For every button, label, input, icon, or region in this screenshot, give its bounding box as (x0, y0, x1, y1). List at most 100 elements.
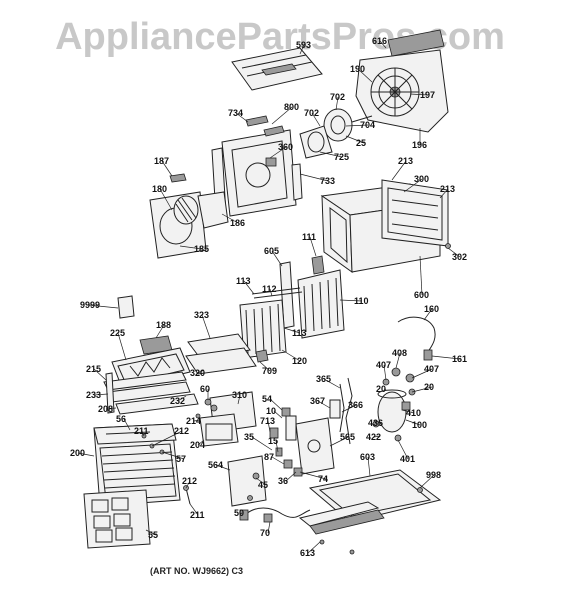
callout-label-112: 112 (262, 284, 277, 294)
callout-label-185: 185 (194, 244, 209, 254)
callout-label-410: 410 (406, 408, 421, 418)
part-160-tubing (397, 316, 436, 361)
part-25-motor (299, 108, 373, 159)
callout-leader-74 (299, 471, 327, 480)
callout-leader-56 (123, 418, 131, 431)
callout-leader-734 (235, 112, 249, 123)
callout-label-160: 160 (424, 304, 439, 314)
callout-label-197: 197 (420, 90, 435, 100)
callout-leader-733 (299, 173, 329, 182)
callout-label-232: 232 (170, 396, 185, 406)
callout-label-9999: 9999 (80, 300, 100, 310)
callout-label-367: 367 (310, 396, 325, 406)
callout-label-113: 113 (292, 328, 307, 338)
callout-leader-188 (155, 324, 165, 339)
callout-leader-160 (423, 308, 433, 321)
callout-leader-212 (151, 430, 183, 447)
callout-label-55: 55 (148, 530, 158, 540)
callout-label-436: 436 (368, 418, 383, 428)
callout-label-87: 87 (264, 452, 274, 462)
callout-leader-35 (251, 436, 273, 451)
callout-label-564: 564 (208, 460, 223, 470)
callout-label-110: 110 (354, 296, 369, 306)
callout-leader-54 (269, 398, 283, 411)
callout-leader-600 (419, 255, 423, 296)
callout-label-302: 302 (452, 252, 467, 262)
callout-leader-725 (319, 151, 343, 158)
part-110-condenser-coil (279, 255, 345, 339)
callout-label-208: 208 (98, 404, 113, 414)
callout-label-616: 616 (372, 36, 387, 46)
callout-label-725: 725 (334, 152, 349, 162)
callout-label-25: 25 (356, 138, 366, 148)
callout-leader-197 (409, 93, 429, 96)
callout-leader-702 (311, 112, 321, 127)
callout-label-800: 800 (284, 102, 299, 112)
part-211-screw (183, 485, 191, 505)
callout-label-190: 190 (350, 64, 365, 74)
callout-label-54: 54 (262, 394, 272, 404)
callout-leader-161 (431, 355, 461, 360)
callout-leader-113 (283, 327, 301, 334)
callout-leader-408 (395, 352, 401, 369)
part-180-blower-wheel (149, 173, 229, 259)
callout-leader-212 (185, 480, 191, 489)
callout-leader-407 (383, 364, 387, 381)
callout-label-36: 36 (278, 476, 288, 486)
callout-label-15: 15 (268, 436, 278, 446)
callout-label-214: 214 (186, 416, 201, 426)
callout-label-422: 422 (366, 432, 381, 442)
callout-label-605: 605 (264, 246, 279, 256)
callout-leader-185 (179, 245, 203, 250)
callout-leader-302 (447, 247, 461, 258)
callout-label-57: 57 (176, 454, 186, 464)
callout-label-366: 366 (348, 400, 363, 410)
callout-label-186: 186 (230, 218, 245, 228)
callout-label-20: 20 (376, 384, 386, 394)
callout-leader-320 (197, 369, 205, 374)
callout-label-408: 408 (392, 348, 407, 358)
part-603-base-pan (298, 469, 442, 555)
callout-leader-57 (161, 451, 185, 460)
callout-leader-45 (255, 477, 267, 486)
callout-label-998: 998 (426, 470, 441, 480)
callout-label-600: 600 (414, 290, 429, 300)
callout-label-60: 60 (200, 384, 210, 394)
callout-leader-422 (373, 435, 381, 438)
callout-label-613: 613 (300, 548, 315, 558)
callout-label-212: 212 (174, 426, 189, 436)
callout-label-603: 603 (360, 452, 375, 462)
callout-label-100: 100 (412, 420, 427, 430)
part-100-compressor (329, 367, 416, 445)
callout-leader-709 (259, 361, 271, 372)
callout-leader-87 (271, 456, 285, 465)
callout-label-320: 320 (190, 368, 205, 378)
callout-label-733: 733 (320, 176, 335, 186)
callout-leader-187 (161, 160, 173, 177)
callout-label-702: 702 (330, 92, 345, 102)
callout-leader-300 (403, 178, 423, 193)
callout-label-56: 56 (116, 414, 126, 424)
part-320-drain-pan (185, 333, 269, 375)
part-70-power-cord (239, 507, 311, 523)
callout-leader-367 (317, 400, 331, 409)
callout-label-212: 212 (182, 476, 197, 486)
callout-leader-998 (419, 474, 435, 489)
callout-label-702: 702 (304, 108, 319, 118)
callout-label-50: 50 (234, 508, 244, 518)
art-number: (ART NO. WJ9662) C3 (150, 566, 244, 576)
callout-leader-410 (401, 409, 415, 414)
callout-leader-112 (269, 288, 273, 297)
callout-label-593: 593 (296, 40, 311, 50)
callout-label-211: 211 (190, 510, 205, 520)
callout-leader-211 (189, 503, 199, 516)
callout-leader-9999 (87, 304, 119, 309)
callout-leader-225 (117, 332, 127, 361)
part-310-control-box (195, 391, 257, 447)
callout-leader-564 (215, 464, 231, 471)
callout-leader-200 (77, 452, 95, 457)
callout-label-300: 300 (414, 174, 429, 184)
